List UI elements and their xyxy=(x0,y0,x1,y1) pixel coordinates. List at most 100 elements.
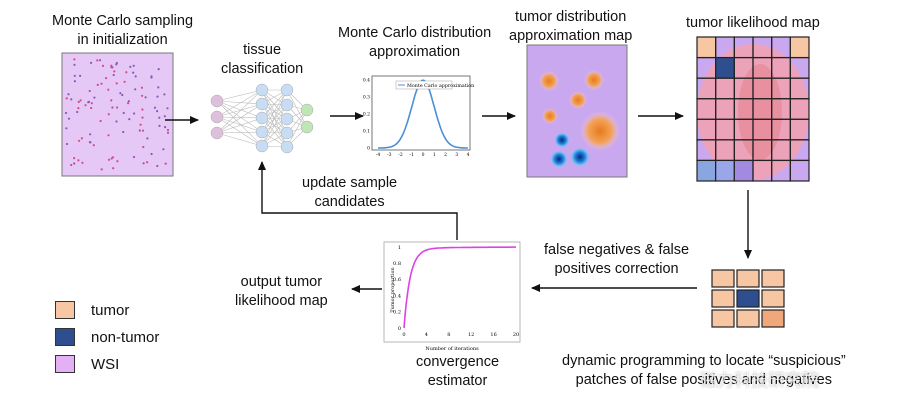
likelihood-cell xyxy=(715,56,735,79)
sample-point xyxy=(79,99,82,102)
likelihood-cell xyxy=(733,159,754,182)
gaussian-y-tick: 0.4 xyxy=(363,78,370,84)
sample-point xyxy=(76,110,79,114)
sample-point xyxy=(111,106,114,109)
sample-point xyxy=(119,92,122,95)
neural-network-icon xyxy=(210,83,314,154)
sample-point xyxy=(115,82,118,85)
sample-point xyxy=(115,63,118,66)
patch-cell xyxy=(711,309,735,328)
sample-point xyxy=(64,111,68,115)
sample-point xyxy=(156,164,159,168)
gaussian-y-tick: 0.3 xyxy=(363,95,370,101)
sample-point xyxy=(162,148,165,151)
sample-point xyxy=(132,64,135,67)
sample-point xyxy=(99,59,102,62)
nn-node xyxy=(280,98,294,112)
sample-point xyxy=(158,124,161,127)
sample-point xyxy=(100,82,103,85)
sample-point xyxy=(163,93,166,96)
sample-point xyxy=(110,64,113,67)
sample-point xyxy=(73,58,76,61)
sample-point xyxy=(113,70,116,73)
sample-point xyxy=(67,117,71,120)
sample-point xyxy=(84,104,87,107)
sample-point xyxy=(110,99,113,102)
sample-point xyxy=(146,161,149,164)
convergence-y-tick: 0.2 xyxy=(393,310,401,316)
sample-point xyxy=(77,107,80,110)
convergence-y-tick: 0 xyxy=(398,326,401,332)
wsi-sampling-panel xyxy=(61,52,174,177)
sample-point xyxy=(70,98,73,101)
nn-node xyxy=(255,139,269,153)
sample-point xyxy=(138,129,141,132)
gaussian-curve xyxy=(378,79,468,149)
nn-node xyxy=(210,126,224,140)
sample-point xyxy=(73,162,76,165)
sample-point xyxy=(79,74,82,77)
sample-point xyxy=(153,106,157,109)
sample-point xyxy=(146,137,149,140)
likelihood-cell xyxy=(696,159,717,182)
sample-point xyxy=(89,133,92,136)
sample-point xyxy=(116,160,119,163)
sample-point xyxy=(134,75,137,78)
legend-item-non-tumor: non-tumor xyxy=(55,328,159,346)
sample-point xyxy=(65,142,68,146)
sample-point xyxy=(65,127,68,130)
sample-point xyxy=(127,100,130,103)
sample-point xyxy=(122,111,125,115)
convergence-y-tick: 0.8 xyxy=(393,261,401,267)
gaussian-x-tick: -4 xyxy=(376,152,381,158)
suspicious-patch-grid xyxy=(711,269,785,328)
gaussian-y-tick: 0.2 xyxy=(363,112,370,118)
nn-node xyxy=(280,126,294,140)
sample-point xyxy=(107,158,111,161)
sample-point xyxy=(128,118,131,121)
nn-node xyxy=(300,120,314,134)
arrow-update-candidates xyxy=(258,161,458,240)
sample-point xyxy=(166,107,169,110)
legend-swatch-wsi xyxy=(55,355,75,373)
nn-node xyxy=(280,112,294,126)
sample-point xyxy=(77,100,80,103)
sample-point xyxy=(77,159,80,162)
nn-node xyxy=(255,125,269,139)
legend-label-wsi: WSI xyxy=(91,355,120,373)
sample-point xyxy=(132,71,135,74)
sample-point xyxy=(141,116,144,119)
sample-point xyxy=(140,86,143,89)
legend-swatch-non-tumor xyxy=(55,328,75,346)
sample-point xyxy=(90,106,93,110)
gaussian-x-tick: 2 xyxy=(444,152,447,158)
nn-node xyxy=(280,140,294,154)
sample-point xyxy=(101,64,105,67)
sample-point xyxy=(73,157,76,160)
nn-node xyxy=(255,111,269,125)
patch-cell xyxy=(711,269,735,288)
patch-cell xyxy=(736,269,760,288)
sample-point xyxy=(73,74,76,77)
sample-point xyxy=(142,162,145,165)
sample-point xyxy=(96,59,99,62)
nn-node xyxy=(280,83,294,97)
gaussian-y-tick: 0 xyxy=(367,146,370,152)
likelihood-cell xyxy=(696,36,717,59)
sample-point xyxy=(90,61,93,64)
convergence-ylabel: Tumor proportion xyxy=(390,267,396,313)
sample-point xyxy=(163,115,166,118)
patch-cell xyxy=(761,289,785,308)
sample-point xyxy=(166,131,170,134)
sample-point xyxy=(115,120,118,123)
sample-point xyxy=(107,134,110,137)
sample-point xyxy=(107,113,110,116)
sample-point xyxy=(78,139,81,142)
sample-point xyxy=(133,112,136,115)
gaussian-y-tick: 0.1 xyxy=(363,129,370,135)
